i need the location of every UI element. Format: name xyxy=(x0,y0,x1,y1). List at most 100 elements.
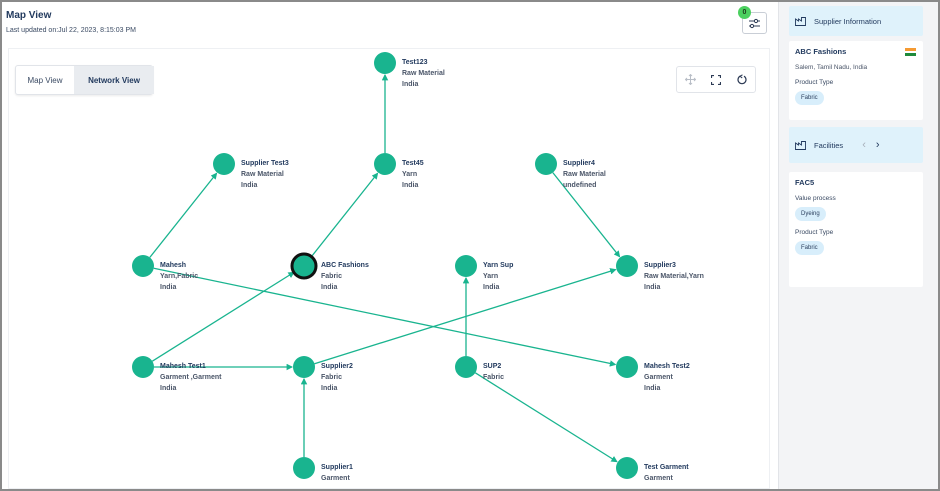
node-supplier3[interactable] xyxy=(616,255,638,277)
node-detail: Raw Material,Yarn xyxy=(644,273,704,280)
product-type-chip: Fabric xyxy=(795,91,824,105)
map-view-tab[interactable]: Map View xyxy=(27,75,63,85)
node-detail: Fabric xyxy=(321,374,343,381)
node-test45[interactable] xyxy=(374,153,396,175)
node-name[interactable]: Mahesh Test1 xyxy=(160,363,206,370)
sliders-icon xyxy=(749,18,760,28)
node-test-garment[interactable] xyxy=(616,457,638,479)
node-supplier-test3[interactable] xyxy=(213,153,235,175)
node-name[interactable]: Yarn Sup xyxy=(483,262,514,269)
node-test123[interactable] xyxy=(374,52,396,74)
page-title: Map View xyxy=(6,10,52,21)
network-canvas[interactable] xyxy=(8,48,770,489)
node-detail: Raw Material xyxy=(563,171,606,178)
node-name[interactable]: Test123 xyxy=(402,59,428,66)
fullscreen-icon[interactable] xyxy=(709,73,723,87)
node-detail: Raw Material xyxy=(402,70,445,77)
node-abc-fashions[interactable] xyxy=(290,252,318,280)
facilities-title: Facilities xyxy=(814,140,844,150)
node-detail: Raw Material xyxy=(241,171,284,178)
node-detail: Garment xyxy=(321,475,350,482)
edge-mahesh-to-supplier-test3 xyxy=(149,172,218,258)
node-name[interactable]: SUP2 xyxy=(483,363,502,370)
node-supplier1[interactable] xyxy=(293,457,315,479)
factory-icon xyxy=(795,140,806,150)
node-name[interactable]: Supplier1 xyxy=(321,464,353,471)
node-sup2[interactable] xyxy=(455,356,477,378)
supplier-info-header: Supplier Information xyxy=(789,6,923,36)
chevron-right-icon[interactable]: › xyxy=(875,139,880,151)
node-detail: undefined xyxy=(563,182,597,189)
facility-pager: ‹ › xyxy=(857,139,884,151)
view-toggle: Map View Network View xyxy=(15,65,154,95)
node-mahesh[interactable] xyxy=(132,255,154,277)
product-type-label: Product Type xyxy=(795,79,834,86)
chevron-left-icon[interactable]: ‹ xyxy=(862,139,866,151)
move-icon[interactable] xyxy=(683,73,697,87)
node-name[interactable]: Test45 xyxy=(402,160,424,167)
node-detail: Fabric xyxy=(483,374,505,381)
node-yarn-sup[interactable] xyxy=(455,255,477,277)
node-detail: Garment xyxy=(644,475,673,482)
network-view-tab[interactable]: Network View xyxy=(74,66,154,94)
node-supplier4[interactable] xyxy=(535,153,557,175)
value-process-label: Value process xyxy=(795,195,836,202)
edge-supplier4-to-supplier3 xyxy=(552,172,621,258)
node-detail: Garment xyxy=(644,374,673,381)
node-detail: Garment ,Garment xyxy=(160,374,222,381)
value-process-chip: Dyeing xyxy=(795,207,826,221)
node-detail: India xyxy=(321,284,338,291)
refresh-icon[interactable] xyxy=(735,73,749,87)
node-mahesh-test1[interactable] xyxy=(132,356,154,378)
node-name[interactable]: Test Garment xyxy=(644,464,689,471)
node-supplier2[interactable] xyxy=(293,356,315,378)
edge-abc-fashions-to-test45 xyxy=(310,172,379,258)
filter-button[interactable] xyxy=(742,12,767,34)
node-detail: India xyxy=(644,385,661,392)
edge-mahesh-test1-to-abc-fashions xyxy=(151,271,295,362)
node-detail: India xyxy=(483,284,500,291)
info-panel: Supplier Information ABC Fashions Salem,… xyxy=(778,2,938,489)
node-detail: India xyxy=(402,81,419,88)
node-detail: Yarn,Fabric xyxy=(160,273,199,280)
edge-mahesh-to-mahesh-test2 xyxy=(153,267,617,367)
supplier-name: ABC Fashions xyxy=(795,47,847,56)
node-name[interactable]: Mahesh Test2 xyxy=(644,363,690,370)
node-name[interactable]: ABC Fashions xyxy=(321,262,369,269)
facilities-header: Facilities ‹ › xyxy=(789,127,923,163)
node-detail: India xyxy=(160,385,177,392)
node-detail: Fabric xyxy=(321,273,343,280)
india-flag-icon xyxy=(905,48,916,57)
facility-card: FAC5 Value process Dyeing Product Type F… xyxy=(789,172,923,287)
node-name[interactable]: Supplier4 xyxy=(563,160,595,167)
network-graph xyxy=(132,52,638,479)
node-detail: Yarn xyxy=(483,273,499,280)
supplier-card: ABC Fashions Salem, Tamil Nadu, India Pr… xyxy=(789,41,923,120)
facility-name: FAC5 xyxy=(795,178,815,187)
graph-toolbar xyxy=(676,66,756,93)
node-name[interactable]: Supplier2 xyxy=(321,363,353,370)
node-mahesh-test2[interactable] xyxy=(616,356,638,378)
node-detail: India xyxy=(241,182,258,189)
edge-supplier2-to-supplier3 xyxy=(314,268,617,365)
supplier-location: Salem, Tamil Nadu, India xyxy=(795,64,868,71)
node-name[interactable]: Supplier Test3 xyxy=(241,160,289,167)
node-detail: India xyxy=(321,385,338,392)
node-name[interactable]: Supplier3 xyxy=(644,262,676,269)
facility-product-type-label: Product Type xyxy=(795,229,834,236)
supplier-info-title: Supplier Information xyxy=(814,16,882,26)
node-name[interactable]: Mahesh xyxy=(160,262,187,269)
facility-product-type-chip: Fabric xyxy=(795,241,824,255)
